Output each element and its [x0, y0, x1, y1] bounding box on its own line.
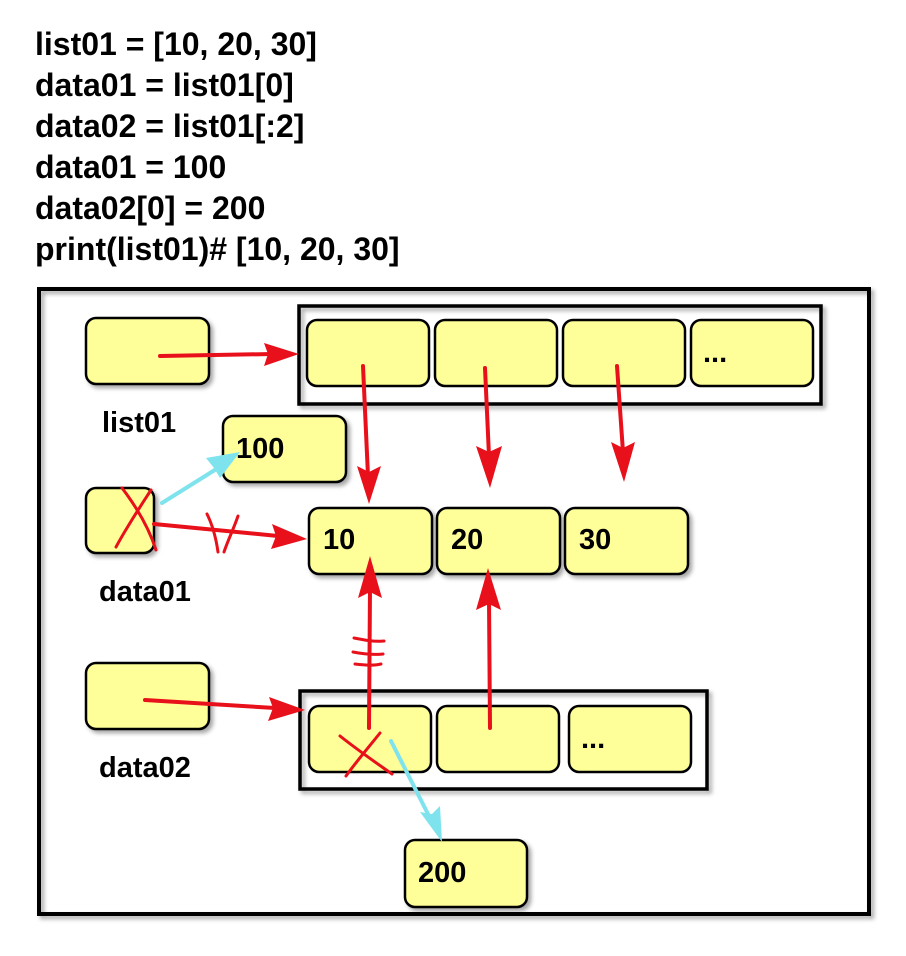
value-30: 30	[579, 524, 611, 556]
code-line: print(list01)# [10, 20, 30]	[35, 231, 400, 267]
data02-cell0-to-200-arrow	[389, 739, 442, 842]
list01-cell1-to-20-arrow	[476, 366, 502, 488]
list01-cell	[689, 318, 815, 388]
data01-to-10-arrow	[152, 522, 307, 549]
data02-cell-ellipsis: ...	[581, 723, 605, 755]
list01-cell0-to-10-arrow	[357, 364, 381, 504]
value-10: 10	[323, 524, 355, 556]
value-box-30	[563, 506, 690, 576]
data01-cross-out-mark	[114, 486, 158, 552]
value-20: 20	[451, 524, 483, 556]
data02-cell	[435, 704, 561, 774]
value-200: 200	[418, 857, 466, 889]
list01-cell	[561, 318, 687, 388]
data02-to-container-arrow	[143, 697, 305, 721]
list01-cell-ellipsis: ...	[703, 337, 727, 369]
data02-cell0-cross-out-mark	[338, 731, 394, 778]
value-box-200	[403, 838, 529, 909]
list01-cell2-to-30-arrow	[611, 364, 635, 482]
code-line: data02 = list01[:2]	[35, 108, 305, 144]
data02-cell0-to-10-arrow	[358, 556, 382, 730]
list01-container	[297, 304, 823, 406]
value-box-20	[435, 506, 562, 576]
list01-variable-box	[84, 316, 211, 386]
code-listing: list01 = [10, 20, 30] data01 = list01[0]…	[35, 24, 400, 270]
data02-variable-box	[84, 661, 211, 731]
data02-label: data02	[99, 752, 191, 784]
data01-label: data01	[99, 576, 191, 608]
code-line: data01 = 100	[35, 149, 227, 185]
data01-arrow-cut-mark	[205, 512, 240, 554]
code-line: data02[0] = 200	[35, 190, 266, 226]
code-line: list01 = [10, 20, 30]	[35, 26, 317, 62]
data02-container	[298, 689, 709, 791]
list01-cell	[305, 318, 431, 388]
diagram-frame	[37, 287, 871, 916]
list01-label: list01	[102, 407, 176, 439]
data02-cell1-to-20-arrow	[476, 568, 501, 730]
data01-variable-box	[84, 486, 156, 555]
list01-cell	[433, 318, 559, 388]
data01-to-100-arrow	[160, 452, 240, 505]
data02-arrow-cut-mark	[351, 636, 386, 667]
code-line: data01 = list01[0]	[35, 67, 294, 103]
list01-to-container-arrow	[158, 343, 299, 366]
value-100: 100	[236, 433, 284, 465]
data02-cell	[567, 704, 693, 774]
value-box-100	[221, 414, 348, 484]
